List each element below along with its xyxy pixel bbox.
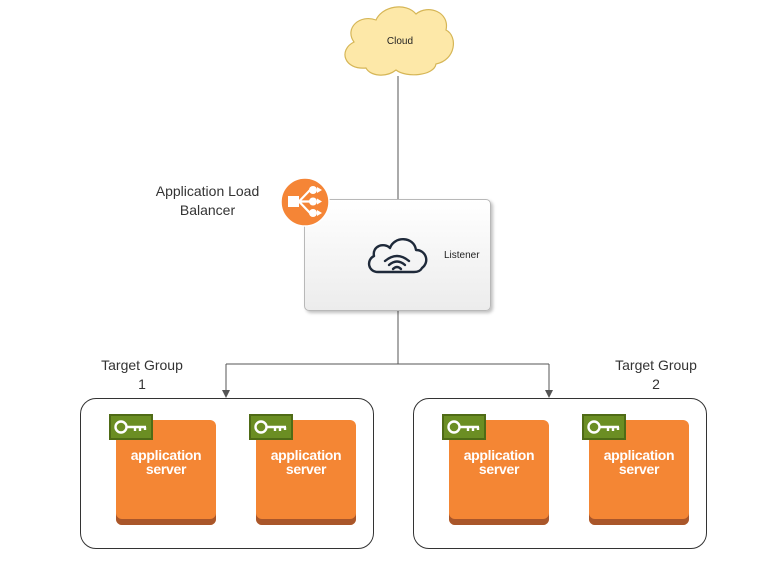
load-balancer-label-line2: Balancer [179, 202, 236, 218]
target-group-2-label: Target Group 2 [606, 356, 706, 394]
server-label-line2: server [285, 461, 327, 477]
target-group-2-label-line1: Target Group [615, 357, 697, 373]
key-icon [442, 414, 486, 440]
target-group-1-label-line1: Target Group [101, 357, 183, 373]
load-balancer-icon [280, 177, 330, 227]
server-label-line1: application [270, 447, 342, 463]
server-label: application server [589, 448, 689, 476]
cloud-label: Cloud [386, 36, 414, 47]
target-group-2-label-line2: 2 [652, 376, 660, 392]
key-icon-graphic [254, 420, 287, 434]
target-group-1-label-line2: 1 [138, 376, 146, 392]
server-label-line1: application [603, 447, 675, 463]
key-icon [582, 414, 626, 440]
server-label-line2: server [618, 461, 660, 477]
server-label-line1: application [130, 447, 202, 463]
load-balancer-label: Application Load Balancer [140, 182, 275, 220]
server-label: application server [116, 448, 216, 476]
server-label-line2: server [478, 461, 520, 477]
key-icon-graphic [447, 420, 480, 434]
load-balancer-label-line1: Application Load [155, 183, 260, 199]
server-label-line1: application [463, 447, 535, 463]
key-icon-graphic [587, 420, 620, 434]
key-icon [109, 414, 153, 440]
server-label: application server [256, 448, 356, 476]
listener-label: Listener [444, 250, 480, 261]
server-label: application server [449, 448, 549, 476]
key-icon-graphic [114, 420, 147, 434]
cloud-wifi-icon [367, 238, 428, 274]
server-label-line2: server [145, 461, 187, 477]
target-group-1-label: Target Group 1 [92, 356, 192, 394]
key-icon [249, 414, 293, 440]
cloud-shape [344, 6, 454, 76]
